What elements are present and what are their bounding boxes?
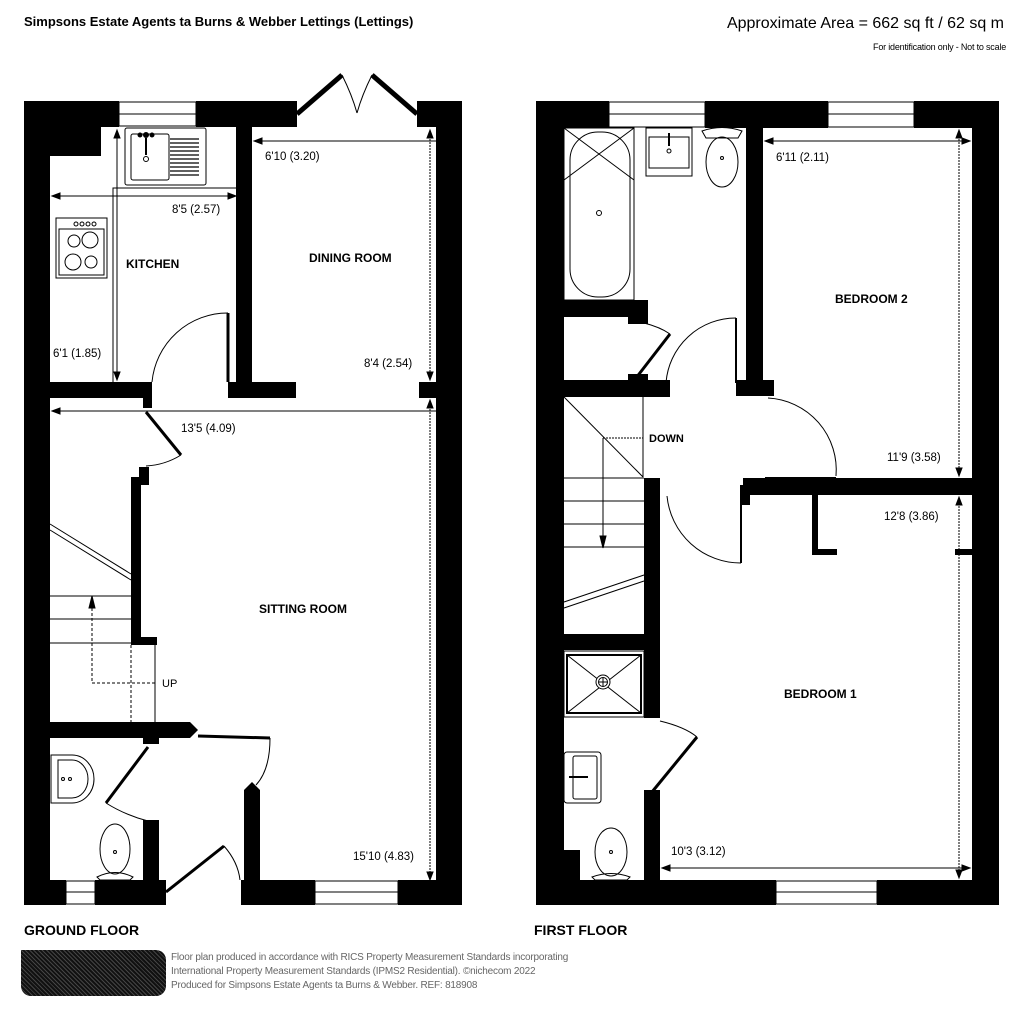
ground-floor-windows	[65, 101, 399, 905]
footer-line-1: Floor plan produced in accordance with R…	[171, 952, 569, 963]
stairs-down-label: DOWN	[649, 433, 684, 445]
room-label-dining-room: DINING ROOM	[309, 251, 392, 265]
ground-floor-label: GROUND FLOOR	[24, 922, 140, 938]
dimension-sitting-width: 13'5 (4.09)	[181, 423, 236, 435]
agent-title: Simpsons Estate Agents ta Burns & Webber…	[24, 14, 414, 29]
ground-floor-doors	[104, 312, 271, 894]
dimension-kitchen-depth: 6'1 (1.85)	[53, 348, 102, 360]
footer-line-2: International Property Measurement Stand…	[171, 966, 536, 977]
first-floor-doors	[634, 317, 837, 793]
first-floor-bathroom-fixtures	[563, 127, 743, 301]
kitchen-fixtures	[55, 127, 236, 382]
dimension-bedroom2-depth: 11'9 (3.58)	[887, 452, 941, 464]
ground-floor-dimension-lines	[50, 128, 462, 882]
identification-note: For identification only - Not to scale	[873, 42, 1006, 52]
footer-line-3: Produced for Simpsons Estate Agents ta B…	[171, 980, 478, 991]
ground-floor-wc-fixtures	[50, 754, 134, 881]
dimension-bedroom2-width: 6'11 (2.11)	[776, 152, 829, 164]
ground-floor-walls	[24, 101, 462, 905]
first-floor-windows	[608, 101, 915, 905]
dimension-dining-depth: 8'4 (2.54)	[364, 358, 413, 370]
dimension-kitchen-width: 8'5 (2.57)	[172, 204, 221, 216]
footer-disclaimer: Floor plan produced in accordance with R…	[171, 951, 568, 993]
room-label-sitting-room: SITTING ROOM	[259, 602, 347, 616]
dimension-dining-width: 6'10 (3.20)	[265, 151, 320, 163]
room-label-kitchen: KITCHEN	[126, 257, 180, 271]
french-doors	[295, 73, 419, 116]
dimension-bedroom1-width: 10'3 (3.12)	[671, 846, 726, 858]
room-label-bedroom-1: BEDROOM 1	[784, 687, 857, 701]
dimension-sitting-depth: 15'10 (4.83)	[353, 851, 415, 863]
room-label-bedroom-2: BEDROOM 2	[835, 292, 908, 306]
first-floor-label: FIRST FLOOR	[534, 922, 628, 938]
stairs-up-label: UP	[162, 678, 178, 690]
first-floor-dimension-lines	[660, 128, 972, 880]
first-floor-ensuite-fixtures	[563, 650, 645, 881]
nichecom-logo-icon	[21, 950, 166, 996]
first-floor-stairs	[563, 396, 645, 609]
dimension-bedroom1-depth: 12'8 (3.86)	[884, 511, 939, 523]
approximate-area: Approximate Area = 662 sq ft / 62 sq m	[726, 15, 1004, 32]
ground-floor-stairs	[49, 523, 156, 722]
first-floor-walls	[536, 101, 999, 905]
